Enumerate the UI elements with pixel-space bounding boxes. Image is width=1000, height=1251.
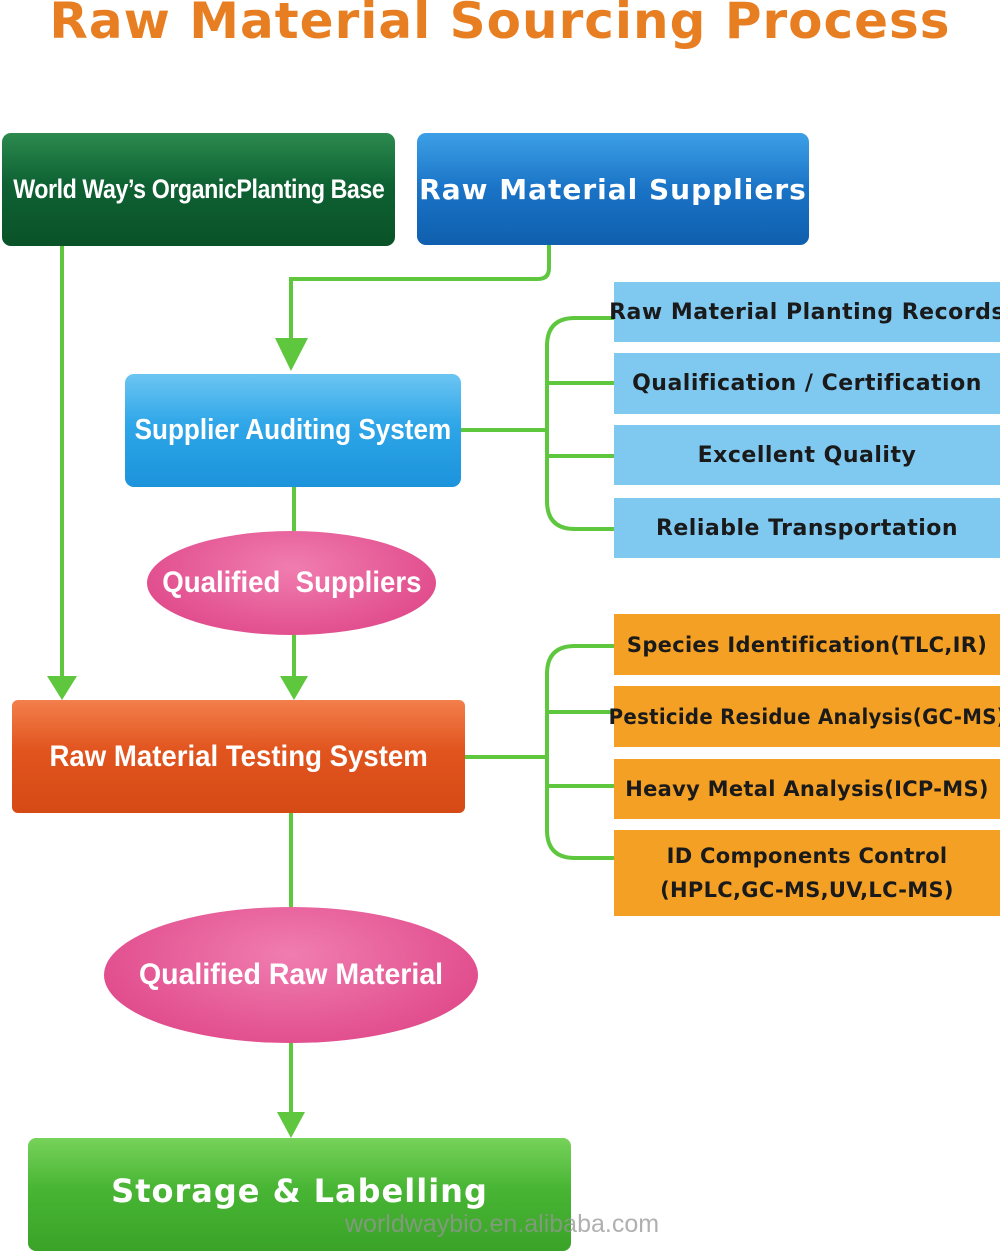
watermark-text: worldwaybio.en.alibaba.com bbox=[345, 1210, 660, 1238]
test-heavy-metal: Heavy Metal Analysis(ICP-MS) bbox=[614, 759, 1000, 819]
qualified-suppliers-label: Qualified Suppliers bbox=[161, 566, 422, 599]
qualified-raw-material-label: Qualified Raw Material bbox=[138, 958, 444, 991]
testing-bracket bbox=[545, 644, 614, 860]
criterion-planting-records: Raw Material Planting Records bbox=[609, 282, 1000, 342]
storage-labelling-label: Storage & Labelling bbox=[111, 1171, 488, 1210]
test-label: Pesticide Residue Analysis(GC-MS) bbox=[608, 704, 1000, 729]
test-species-identification: Species Identification(TLC,IR) bbox=[614, 614, 1000, 675]
test-label: Species Identification(TLC,IR) bbox=[626, 632, 988, 657]
page-title: Raw Material Sourcing Process bbox=[49, 0, 951, 50]
criterion-qualification: Qualification / Certification bbox=[614, 353, 1000, 414]
raw-material-suppliers-box: Raw Material Suppliers bbox=[417, 133, 809, 245]
test-label: Heavy Metal Analysis(ICP-MS) bbox=[625, 777, 989, 801]
criterion-label: Qualification / Certification bbox=[632, 371, 982, 396]
raw-material-suppliers-label: Raw Material Suppliers bbox=[419, 172, 807, 206]
arrowhead-planting bbox=[47, 676, 77, 700]
criterion-quality: Excellent Quality bbox=[614, 425, 1000, 485]
auditing-bracket bbox=[545, 316, 614, 531]
connector-suppliers-to-auditing bbox=[289, 245, 551, 340]
qualified-raw-material-oval: Qualified Raw Material bbox=[104, 907, 478, 1043]
qualified-suppliers-oval: Qualified Suppliers bbox=[147, 531, 436, 635]
planting-base-box: World Way’s OrganicPlanting Base bbox=[2, 133, 395, 246]
test-label-line1: ID Components Control bbox=[666, 844, 948, 868]
criterion-label: Reliable Transportation bbox=[655, 515, 959, 541]
criterion-label: Raw Material Planting Records bbox=[609, 299, 1000, 325]
supplier-auditing-box: Supplier Auditing System bbox=[125, 374, 461, 487]
storage-labelling-box: Storage & Labelling bbox=[28, 1138, 571, 1251]
test-label-line2: (HPLC,GC-MS,UV,LC-MS) bbox=[660, 878, 954, 902]
criterion-transportation: Reliable Transportation bbox=[614, 498, 1000, 558]
arrowhead-testing bbox=[280, 676, 308, 700]
testing-system-label: Raw Material Testing System bbox=[49, 739, 428, 773]
arrowhead-auditing bbox=[275, 338, 308, 371]
arrowhead-storage bbox=[277, 1112, 305, 1138]
test-id-components: ID Components Control (HPLC,GC-MS,UV,LC-… bbox=[614, 830, 1000, 916]
criterion-label: Excellent Quality bbox=[697, 442, 917, 468]
supplier-auditing-label: Supplier Auditing System bbox=[134, 414, 452, 446]
testing-system-box: Raw Material Testing System bbox=[12, 700, 465, 813]
planting-base-label: World Way’s OrganicPlanting Base bbox=[12, 174, 385, 204]
test-pesticide-residue: Pesticide Residue Analysis(GC-MS) bbox=[608, 686, 1000, 747]
